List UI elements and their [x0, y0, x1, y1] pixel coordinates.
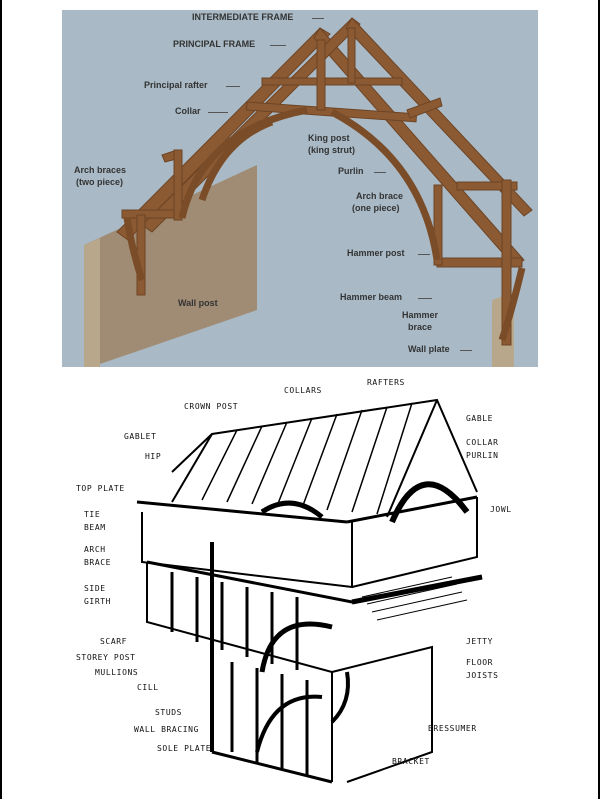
king-post-back [347, 27, 356, 84]
label-cill: CILL [137, 683, 159, 692]
gable-arch-brace [389, 481, 470, 524]
label-hammer-beam: Hammer beam [340, 292, 403, 302]
leader-line [312, 18, 324, 19]
hip-line [171, 433, 213, 503]
upper-storey-wall [141, 512, 353, 589]
label-purlin: Purlin [338, 166, 364, 176]
label-scarf: SCARF [100, 637, 128, 646]
label-side-girth-2: GIRTH [84, 597, 112, 606]
purlin [406, 97, 443, 119]
label-arch-brace-2: BRACE [84, 558, 112, 567]
label-hammer-post: Hammer post [347, 248, 405, 258]
label-arch-braces-two-piece: (two piece) [76, 177, 124, 187]
collar-beam [245, 101, 418, 123]
leader-line [374, 172, 386, 173]
leader-line [226, 86, 240, 87]
wall-panel [84, 165, 257, 365]
top-plate [136, 500, 348, 524]
label-tie-beam-2: BEAM [84, 523, 106, 532]
hammer-brace-right [498, 267, 526, 342]
upper-gable-wall [351, 497, 478, 588]
timber-frame-building-diagram: RAFTERS COLLARS CROWN POST GABLE GABLET … [62, 372, 538, 792]
label-collar-purlin: COLLAR [466, 438, 499, 447]
arch-brace-left [178, 106, 308, 219]
label-king-post: King post [308, 133, 350, 143]
label-arch-brace: ARCH [84, 545, 106, 554]
label-arch-brace: Arch brace [356, 191, 404, 201]
leader-line [270, 45, 286, 46]
lower-storey-side [331, 645, 433, 783]
label-principal-frame: PRINCIPAL FRAME [173, 39, 256, 49]
label-bressumer: BRESSUMER [428, 724, 477, 733]
label-wall-plate: Wall plate [408, 344, 450, 354]
arch-brace-left-back [198, 118, 274, 202]
label-arch-braces: Arch braces [74, 165, 127, 175]
wall-post-right [501, 179, 512, 346]
hammer-beam-right-back [456, 181, 518, 191]
wall-bracing-arch [255, 694, 323, 753]
label-sole-plate: SOLE PLATE [157, 744, 212, 753]
label-floor-joists: FLOOR [466, 658, 494, 667]
timber-frame-illustration [136, 398, 483, 784]
lower-storey-front [146, 562, 333, 782]
label-hammer-brace-2: brace [408, 322, 433, 332]
label-floor-joists-2: JOISTS [466, 671, 499, 680]
label-tie-beam: TIE [84, 510, 101, 519]
page-edge-left [0, 0, 2, 799]
arch-brace-upper [260, 500, 324, 519]
label-bracket: BRACKET [392, 757, 430, 766]
leader-line [418, 298, 432, 299]
hammer-post-left [173, 149, 183, 221]
label-gablet: GABLET [124, 432, 157, 441]
label-king-strut: (king strut) [308, 145, 355, 155]
bressumer [351, 574, 483, 605]
leader-line [418, 254, 430, 255]
label-gable: GABLE [466, 414, 494, 423]
floor-joists [361, 576, 468, 621]
arch-brace-lower [259, 621, 333, 673]
sole-plate [211, 750, 333, 784]
label-jetty: JETTY [466, 637, 494, 646]
arch-brace-right [330, 108, 441, 261]
gable-rafter [386, 399, 438, 518]
hammer-brace-left [123, 217, 146, 282]
label-crown-post: CROWN POST [184, 402, 239, 411]
bracket [330, 671, 350, 724]
label-storey-post: STOREY POST [76, 653, 136, 662]
label-wall-bracing: WALL BRACING [134, 725, 199, 734]
label-studs: STUDS [155, 708, 183, 717]
hammer-beam-roof-diagram: INTERMEDIATE FRAME PRINCIPAL FRAME Princ… [62, 10, 538, 367]
label-intermediate-frame: INTERMEDIATE FRAME [192, 12, 294, 22]
rafters [201, 402, 413, 515]
collar-beam-back [261, 77, 403, 86]
wall-stone-edge [84, 238, 100, 367]
hammer-beam-roof-illustration [84, 17, 533, 367]
hammer-post-right [433, 184, 443, 266]
roof-ridge-line [171, 398, 478, 493]
label-arch-brace-one-piece: (one piece) [352, 203, 400, 213]
label-side-girth: SIDE [84, 584, 106, 593]
leader-line [460, 350, 472, 351]
label-rafters: RAFTERS [367, 378, 405, 387]
label-hammer-brace: Hammer [402, 310, 439, 320]
leader-line [208, 112, 228, 113]
label-top-plate: TOP PLATE [76, 484, 125, 493]
king-post [316, 39, 326, 111]
label-wall-post: Wall post [178, 298, 218, 308]
label-principal-rafter: Principal rafter [144, 80, 208, 90]
page-edge-right [598, 0, 600, 799]
label-collars: COLLARS [284, 386, 322, 395]
label-collar: Collar [175, 106, 201, 116]
principal-rafter-right-back [345, 17, 533, 217]
label-hip: HIP [145, 452, 162, 461]
label-collar-purlin-2: PURLIN [466, 451, 499, 460]
label-mullions: MULLIONS [95, 668, 139, 677]
label-jowl: JOWL [490, 505, 512, 514]
hammer-beam-left [121, 209, 183, 219]
